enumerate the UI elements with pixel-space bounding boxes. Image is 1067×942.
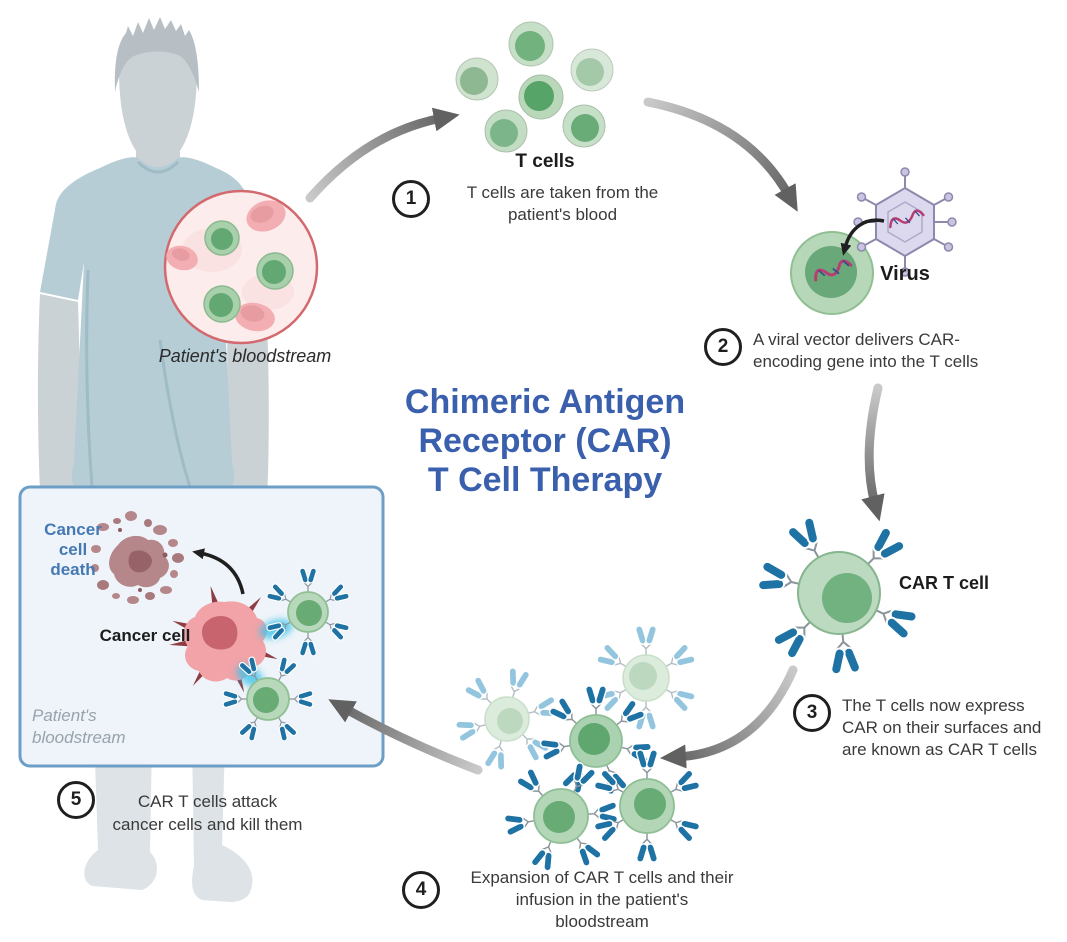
bloodstream-inset (163, 189, 319, 345)
step-5-marker: 5 (57, 781, 95, 819)
arrow-step2 (643, 97, 798, 212)
death-arrow (192, 548, 245, 595)
virus-dna (889, 209, 925, 229)
red-blood-cells (166, 200, 286, 332)
bloodstream-box (18, 485, 385, 768)
patient-figure (37, 17, 269, 902)
step-3-marker: 3 (793, 694, 831, 732)
cancer-cell-nucleus (202, 616, 238, 650)
cancer-debris (91, 511, 184, 604)
faded-car-t-cell (593, 624, 699, 732)
shirt-creases (85, 160, 192, 488)
virus-spikes (862, 176, 948, 268)
faded-car-t-cell (453, 665, 561, 773)
step-4-marker: 4 (402, 871, 440, 909)
cancer-cell-label: Cancer cell (99, 626, 191, 645)
car-t-cell-nucleus (822, 573, 872, 623)
cancer-cell-death-label: Cancer cell death (44, 520, 102, 579)
patient-bloodstream-label: Patient's bloodstream (158, 346, 332, 366)
expansion-cells (453, 624, 703, 874)
arrow-step3 (861, 383, 885, 522)
virus-label: Virus (880, 263, 930, 285)
box-bloodstream-label: Patient's bloodstream (32, 706, 126, 747)
transduced-cell-nucleus (805, 246, 857, 298)
diagram-title: Chimeric Antigen Receptor (CAR) T Cell T… (404, 383, 686, 499)
flow-arrows (305, 97, 885, 775)
attacking-car-t-cell (221, 654, 315, 744)
patient-face (119, 48, 197, 164)
car-t-cell-small (538, 684, 654, 798)
arrow-step5 (328, 699, 483, 775)
car-gene-dna (814, 259, 853, 282)
t-cells-cluster (455, 21, 614, 153)
virus-entry-arrow (840, 218, 885, 256)
step-5-text: CAR T cells attack cancer cells and kill… (112, 792, 303, 834)
inset-t-cells (203, 220, 294, 323)
virus-spike-tips (853, 167, 957, 277)
step-2-text: A viral vector delivers CAR- encoding ge… (753, 330, 979, 371)
car-t-cell-small (502, 759, 620, 874)
attacking-car-t-cell (264, 566, 352, 658)
virus-icon (853, 167, 957, 277)
car-t-cell-large (754, 513, 921, 677)
transduction-scene (790, 167, 957, 315)
cancer-cell (169, 585, 278, 693)
patient-hair (114, 17, 199, 92)
arrow-step4 (660, 665, 798, 769)
arrow-step1 (305, 107, 460, 203)
t-cells-label: T cells (515, 151, 575, 172)
step-4-text: Expansion of CAR T cells and their infus… (470, 868, 734, 931)
step-3-text: The T cells now express CAR on their sur… (842, 696, 1042, 759)
step-1-text: T cells are taken from the patient's blo… (466, 183, 659, 224)
step-2-marker: 2 (704, 328, 742, 366)
car-t-cell-label: CAR T cell (899, 573, 990, 593)
car-t-cell-small (591, 748, 703, 864)
step-1-marker: 1 (392, 180, 430, 218)
